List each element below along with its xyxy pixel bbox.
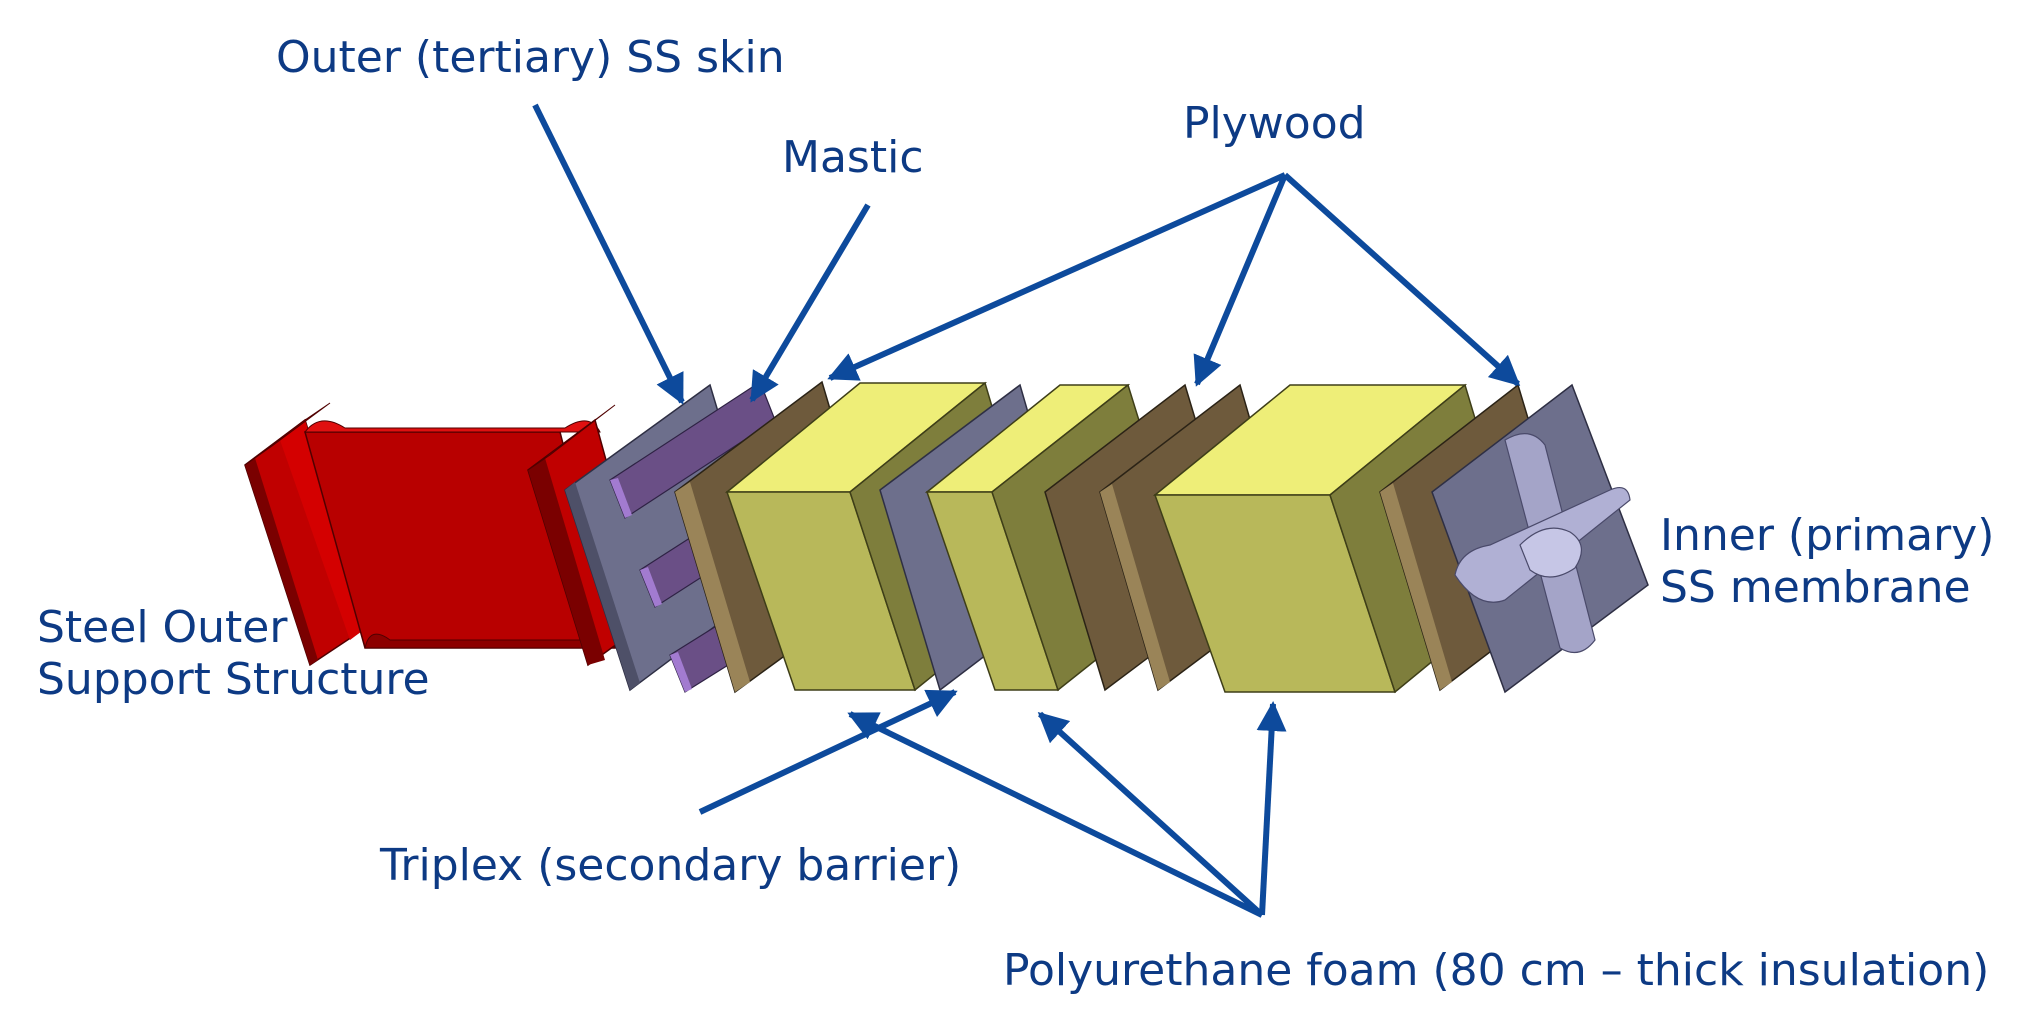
annotation-arrows <box>532 103 1521 918</box>
arrow-mastic <box>749 203 871 403</box>
label-steel-outer-support-line-2: Support Structure <box>37 653 430 705</box>
arrow-outer-ss-skin <box>532 103 685 405</box>
label-steel-outer-support: Steel Outer Support Structure <box>37 602 430 706</box>
inner-ss-membrane-layer <box>1431 383 1649 694</box>
arrow-foam-2 <box>1037 711 1265 918</box>
label-inner-ss-membrane-line-2: SS membrane <box>1660 561 1971 613</box>
label-inner-ss-membrane-line-1: Inner (primary) <box>1660 510 1995 561</box>
label-mastic: Mastic <box>782 132 924 183</box>
arrow-plywood-3 <box>1282 172 1521 387</box>
arrow-foam-3 <box>1256 701 1287 916</box>
arrow-plywood-2 <box>1193 173 1288 387</box>
arrow-plywood-1 <box>827 172 1287 381</box>
label-outer-ss-skin: Outer (tertiary) SS skin <box>276 32 785 83</box>
arrow-foam-1 <box>847 711 1264 918</box>
arrow-triplex <box>698 689 958 815</box>
label-triplex: Triplex (secondary barrier) <box>380 840 962 891</box>
label-polyurethane-foam: Polyurethane foam (80 cm – thick insulat… <box>1003 945 1990 996</box>
label-plywood: Plywood <box>1183 98 1366 149</box>
label-inner-ss-membrane: Inner (primary) SS membrane <box>1660 510 1994 614</box>
label-steel-outer-support-line-1: Steel Outer <box>37 602 288 653</box>
